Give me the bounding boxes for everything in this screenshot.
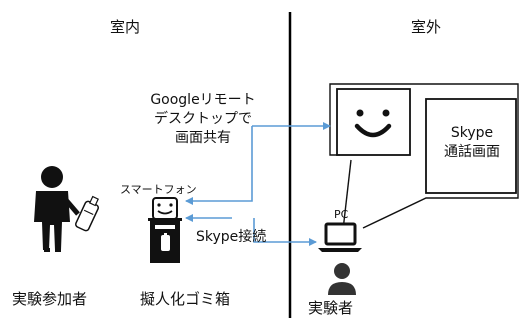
smiley-face-icon xyxy=(354,109,392,138)
callout-tail xyxy=(342,159,352,231)
experimenter-label: 実験者 xyxy=(308,299,354,317)
skype-connection-label: Skype接続 xyxy=(196,229,267,245)
trash-bin-robot-icon xyxy=(148,197,182,263)
laptop-icon xyxy=(318,222,362,252)
pc-label: PC xyxy=(334,208,349,221)
experimenter-icon xyxy=(328,263,356,295)
skype-call-panel xyxy=(425,98,517,194)
connection-arrows xyxy=(185,122,331,246)
skype-call-screen-label: Skype 通話画面 xyxy=(444,125,500,160)
person-with-bottle-icon xyxy=(34,166,100,252)
smartphone-label: スマートフォン xyxy=(120,183,197,196)
outdoor-label: 室外 xyxy=(411,18,442,36)
participant-label: 実験参加者 xyxy=(12,290,88,308)
shared-screen-panel xyxy=(336,88,411,156)
indoor-label: 室内 xyxy=(110,18,141,36)
callout-outline xyxy=(329,83,519,229)
remote-desktop-label: Googleリモート デスクトップで 画面共有 xyxy=(150,92,256,146)
trash-bin-label: 擬人化ゴミ箱 xyxy=(140,290,231,308)
